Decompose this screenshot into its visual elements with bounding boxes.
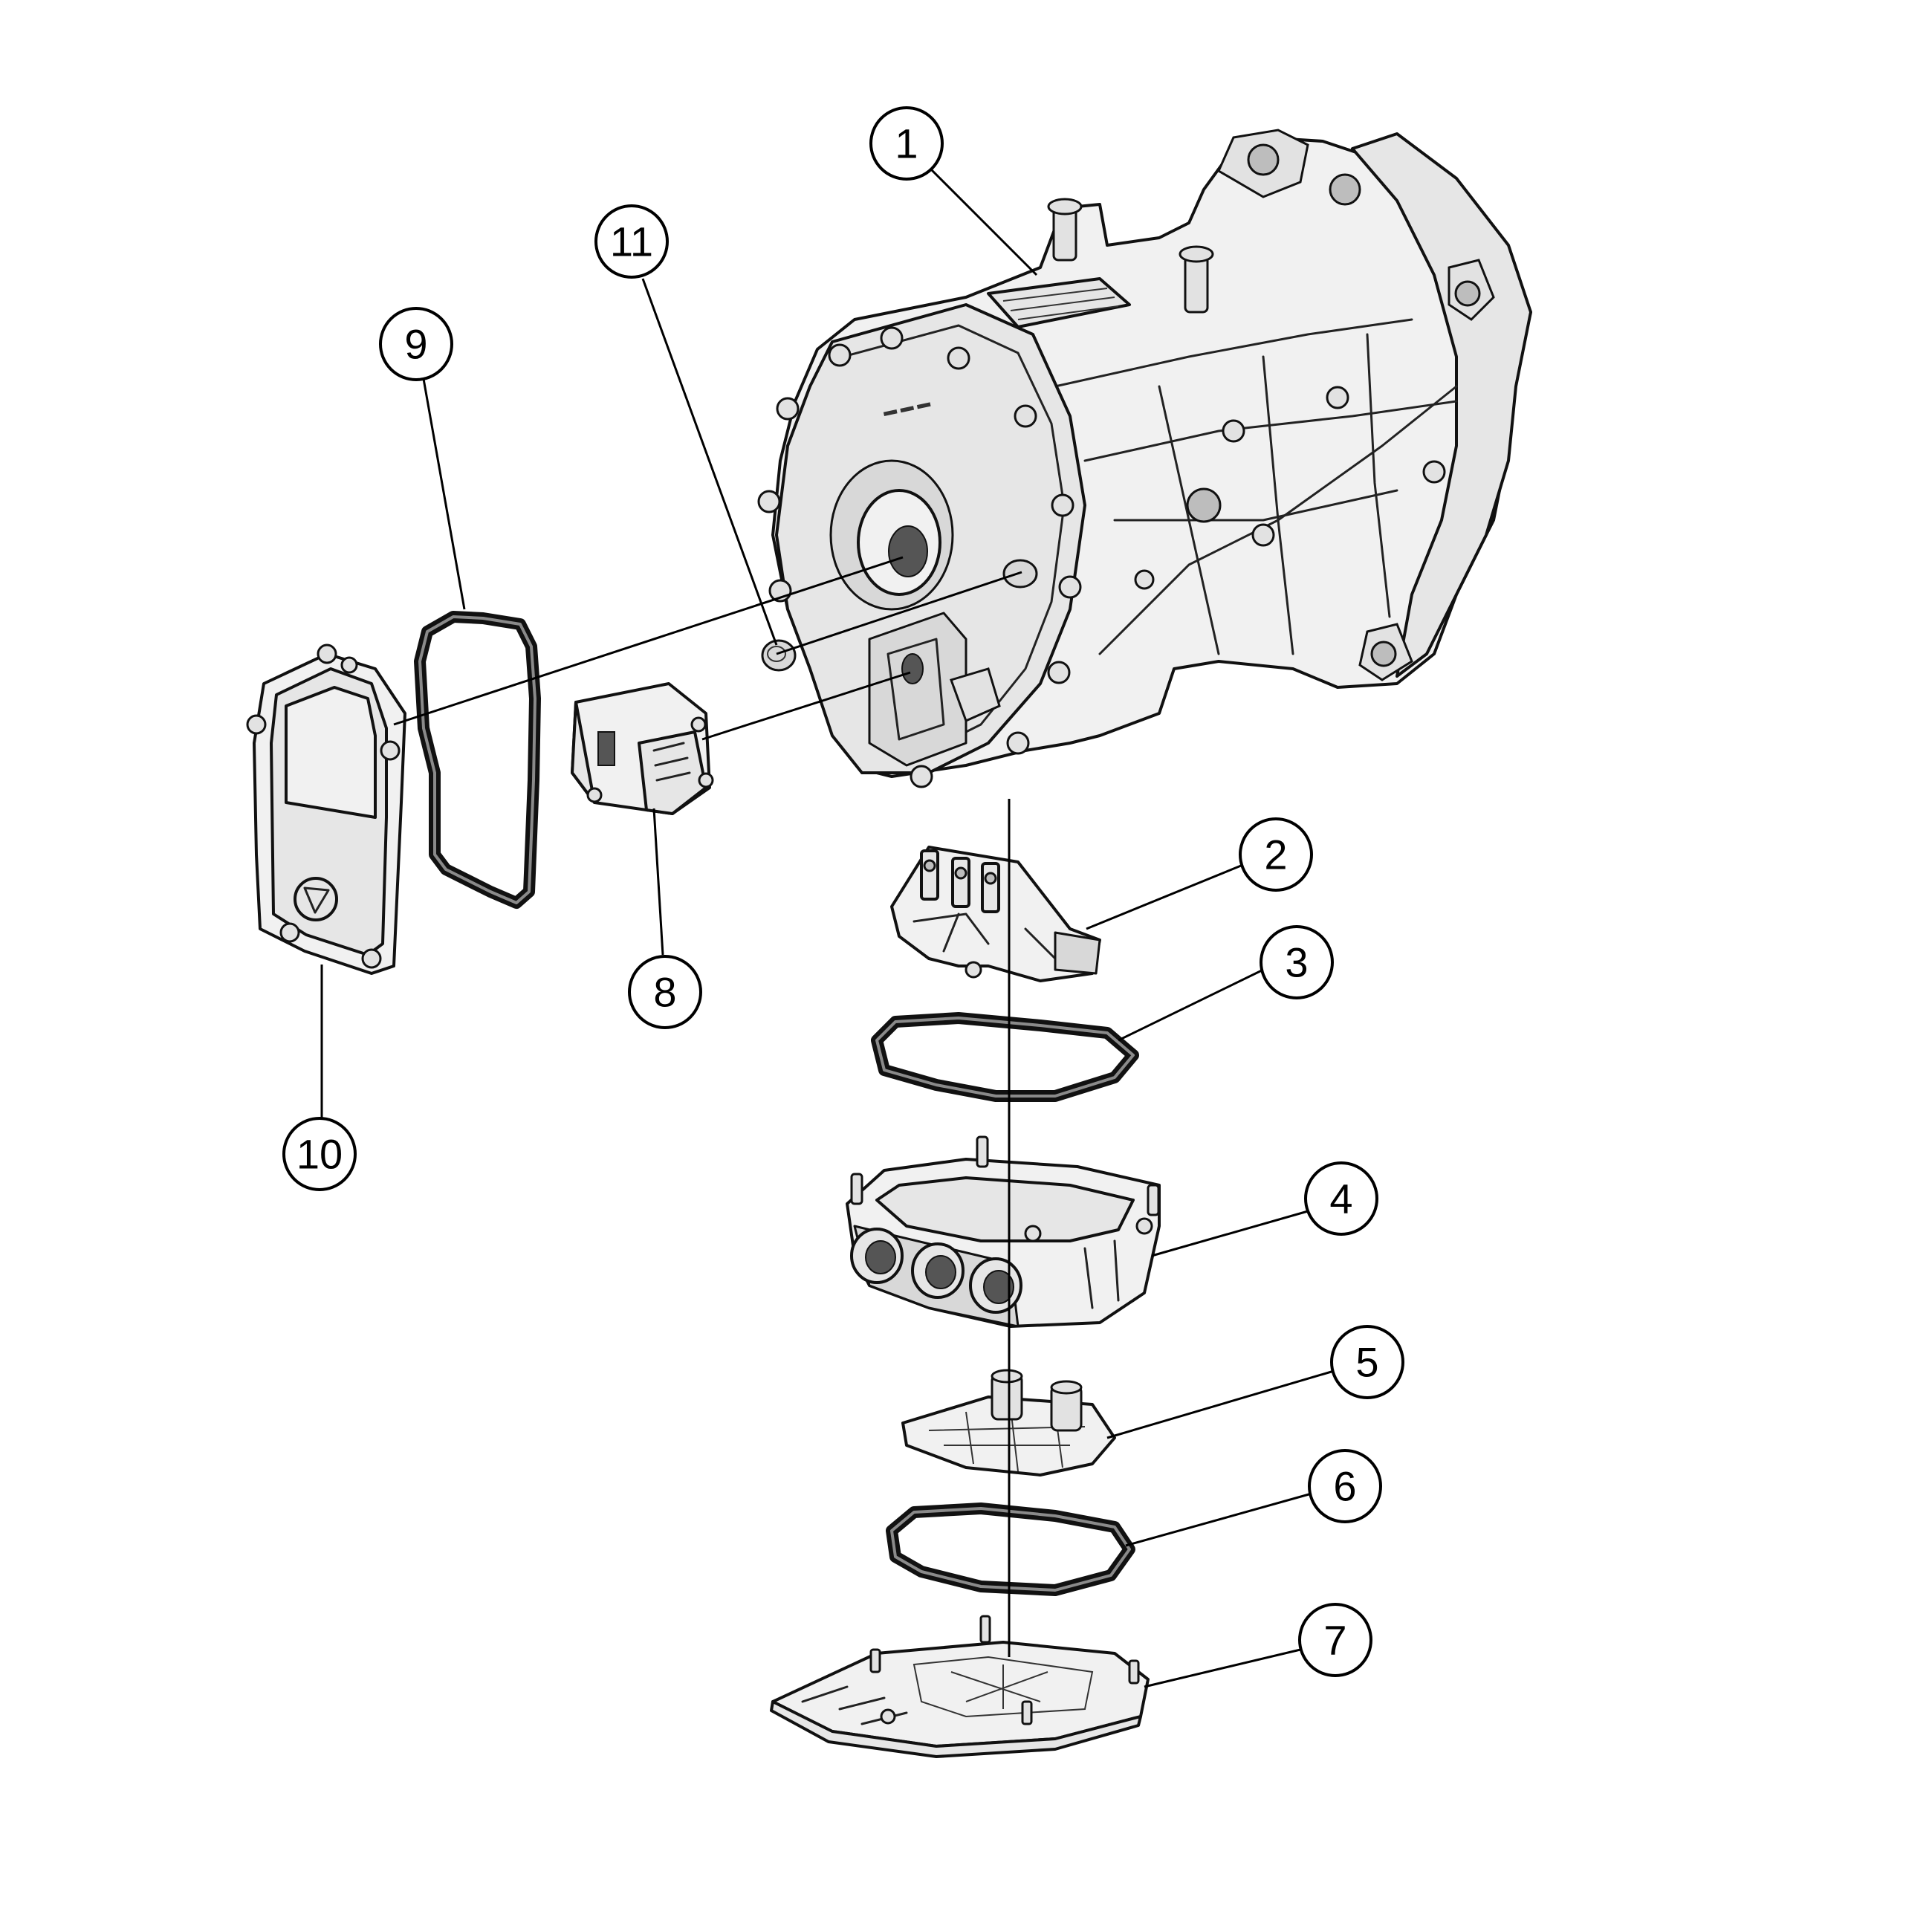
lower-gasket [886,1503,1135,1596]
bottom-cover-plate [770,1615,1150,1758]
side-cover [246,644,406,975]
cover-gasket [414,611,541,909]
svg-text:9: 9 [404,321,427,368]
upper-gasket [871,1012,1139,1102]
svg-text:11: 11 [610,218,653,265]
callout-5: 5 [1330,1325,1404,1399]
callout-3: 3 [1260,925,1334,999]
callout-7: 7 [1298,1603,1372,1677]
callout-11: 11 [594,204,669,279]
transmission-housing: ▬ ▬ ▬ [757,129,1532,788]
svg-text:1: 1 [895,120,918,167]
callout-9: 9 [379,307,453,381]
svg-text:3: 3 [1285,939,1308,986]
callout-8: 8 [628,955,702,1029]
svg-text:4: 4 [1329,1176,1352,1222]
callouts: 1 2 3 4 5 6 [282,106,1404,1688]
callout-1: 1 [869,106,944,181]
callout-2: 2 [1239,817,1313,892]
svg-text:2: 2 [1264,832,1287,878]
svg-text:6: 6 [1333,1463,1356,1510]
terminal-bracket [890,846,1101,982]
plug [761,639,797,672]
callout-4: 4 [1304,1161,1378,1236]
inverter-housing [846,1135,1161,1328]
callout-10: 10 [282,1117,357,1191]
assembly-lines [393,556,1022,1657]
callout-6: 6 [1308,1449,1382,1523]
svg-text:10: 10 [296,1131,343,1178]
svg-text:7: 7 [1323,1617,1346,1664]
svg-text:5: 5 [1355,1339,1378,1386]
control-module [571,682,714,815]
svg-text:8: 8 [653,969,676,1016]
